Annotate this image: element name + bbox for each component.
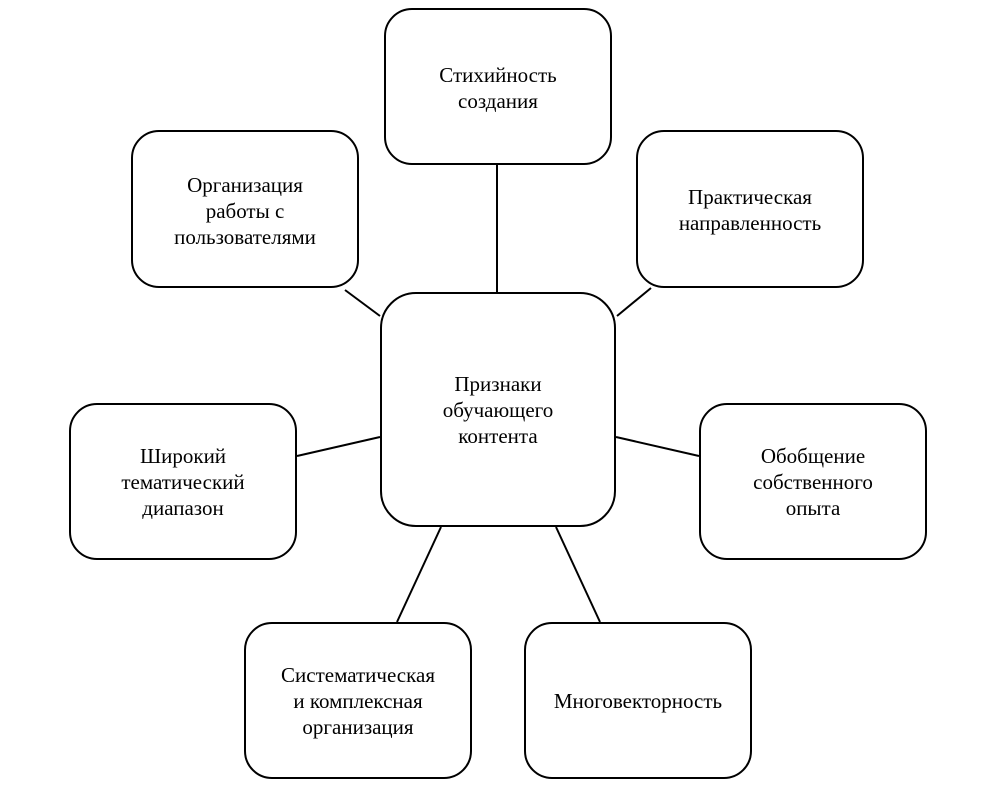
center-label: Признаки обучающего контента bbox=[442, 371, 554, 448]
link-systematic bbox=[396, 526, 442, 623]
node-label: Практическая направленность bbox=[678, 185, 822, 235]
center-node: Признаки обучающего контента bbox=[380, 292, 616, 527]
node-wide-range: Широкий тематический диапазон bbox=[69, 403, 297, 560]
node-systematic: Систематическая и комплексная организаци… bbox=[244, 622, 472, 779]
node-user-work: Организация работы с пользователями bbox=[131, 130, 359, 288]
link-user-work bbox=[344, 289, 381, 317]
node-spontaneity: Стихийность создания bbox=[384, 8, 612, 165]
node-label: Многовекторность bbox=[553, 688, 723, 713]
link-multivector bbox=[555, 526, 601, 623]
node-practical: Практическая направленность bbox=[636, 130, 864, 288]
link-experience bbox=[615, 436, 700, 457]
node-label: Широкий тематический диапазон bbox=[121, 443, 245, 520]
node-experience: Обобщение собственного опыта bbox=[699, 403, 927, 560]
node-multivector: Многовекторность bbox=[524, 622, 752, 779]
link-practical bbox=[616, 287, 652, 317]
node-label: Обобщение собственного опыта bbox=[753, 443, 873, 520]
node-label: Стихийность создания bbox=[439, 63, 557, 113]
node-label: Организация работы с пользователями bbox=[174, 173, 316, 249]
node-label: Систематическая и комплексная организаци… bbox=[281, 662, 435, 739]
link-wide-range bbox=[296, 436, 381, 457]
